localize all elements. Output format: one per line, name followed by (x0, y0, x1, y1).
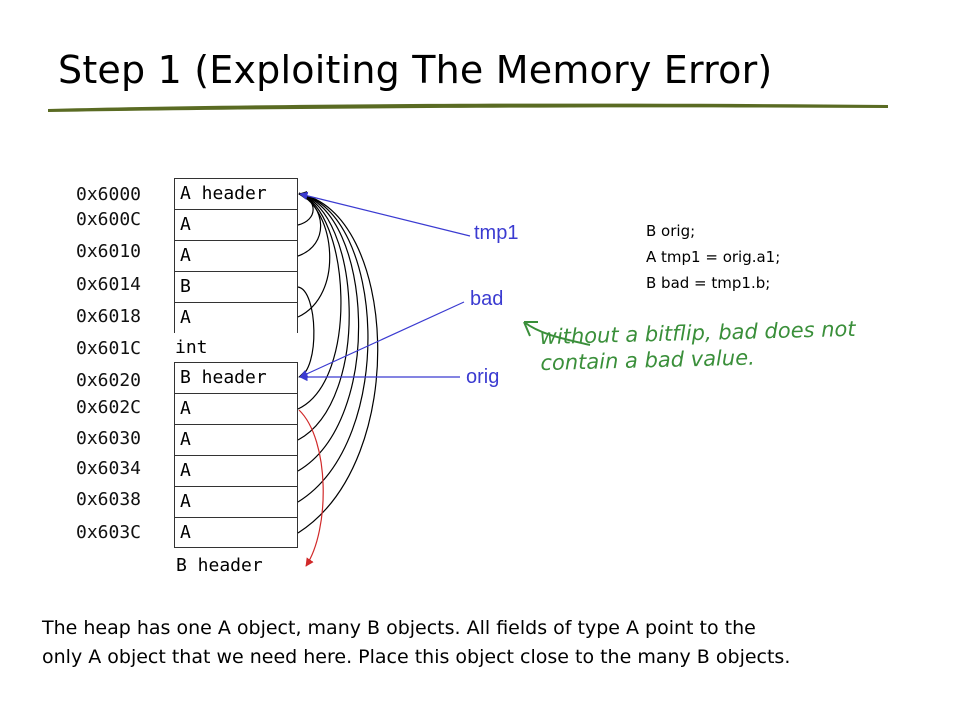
memory-cell: B (174, 271, 298, 302)
orig-label: orig (466, 366, 500, 388)
address-label: 0x601C (76, 338, 142, 359)
memory-cell: A (174, 302, 298, 333)
tmp1-label: tmp1 (474, 222, 519, 244)
address-label: 0x6038 (76, 489, 142, 510)
memory-cell: A (174, 209, 298, 240)
code-line: A tmp1 = orig.a1; (646, 248, 781, 266)
field-pointer-arc (297, 193, 342, 410)
tmp1-pointer-line (299, 191, 471, 237)
bad-label: bad (470, 288, 504, 310)
field-pointer-arc (297, 193, 350, 441)
address-label: 0x6018 (76, 306, 142, 327)
address-label: 0x6010 (76, 241, 142, 262)
memory-cell: A (174, 486, 298, 517)
bitflip-arc (298, 409, 324, 567)
field-pointer-arc (297, 193, 360, 472)
memory-cell: A (174, 517, 298, 548)
address-label: 0x6014 (76, 274, 142, 295)
field-pointer-arc (297, 193, 331, 318)
slide-title: Step 1 (Exploiting The Memory Error) (58, 48, 773, 92)
field-pointer-arc (297, 286, 315, 379)
address-label: 0x6020 (76, 370, 142, 391)
handwritten-note: without a bitflip, bad does not contain … (539, 316, 856, 376)
address-label: 0x6000 (76, 184, 142, 205)
memory-cell: A (174, 455, 298, 486)
memory-cell: A (174, 240, 298, 271)
field-pointer-arc (297, 193, 369, 503)
memory-cell: A (174, 393, 298, 424)
note-arrow (523, 321, 591, 346)
memory-cell-a-header: A header (174, 178, 298, 209)
memory-cell: A (174, 424, 298, 455)
bad-pointer-line (299, 301, 465, 378)
address-label: 0x6034 (76, 458, 142, 479)
address-label: 0x602C (76, 397, 142, 418)
memory-cell-b-header: B header (174, 362, 298, 393)
address-label: 0x600C (76, 209, 142, 230)
code-line: B bad = tmp1.b; (646, 274, 771, 292)
memory-cell-int: int (174, 333, 298, 364)
caption-line: only A object that we need here. Place t… (42, 646, 791, 668)
address-label: 0x6030 (76, 428, 142, 449)
code-line: B orig; (646, 222, 696, 240)
title-underline (48, 103, 888, 112)
caption-line: The heap has one A object, many B object… (42, 617, 756, 639)
next-b-header-label: B header (176, 555, 263, 576)
address-label: 0x603C (76, 522, 142, 543)
caption: The heap has one A object, many B object… (42, 614, 942, 672)
